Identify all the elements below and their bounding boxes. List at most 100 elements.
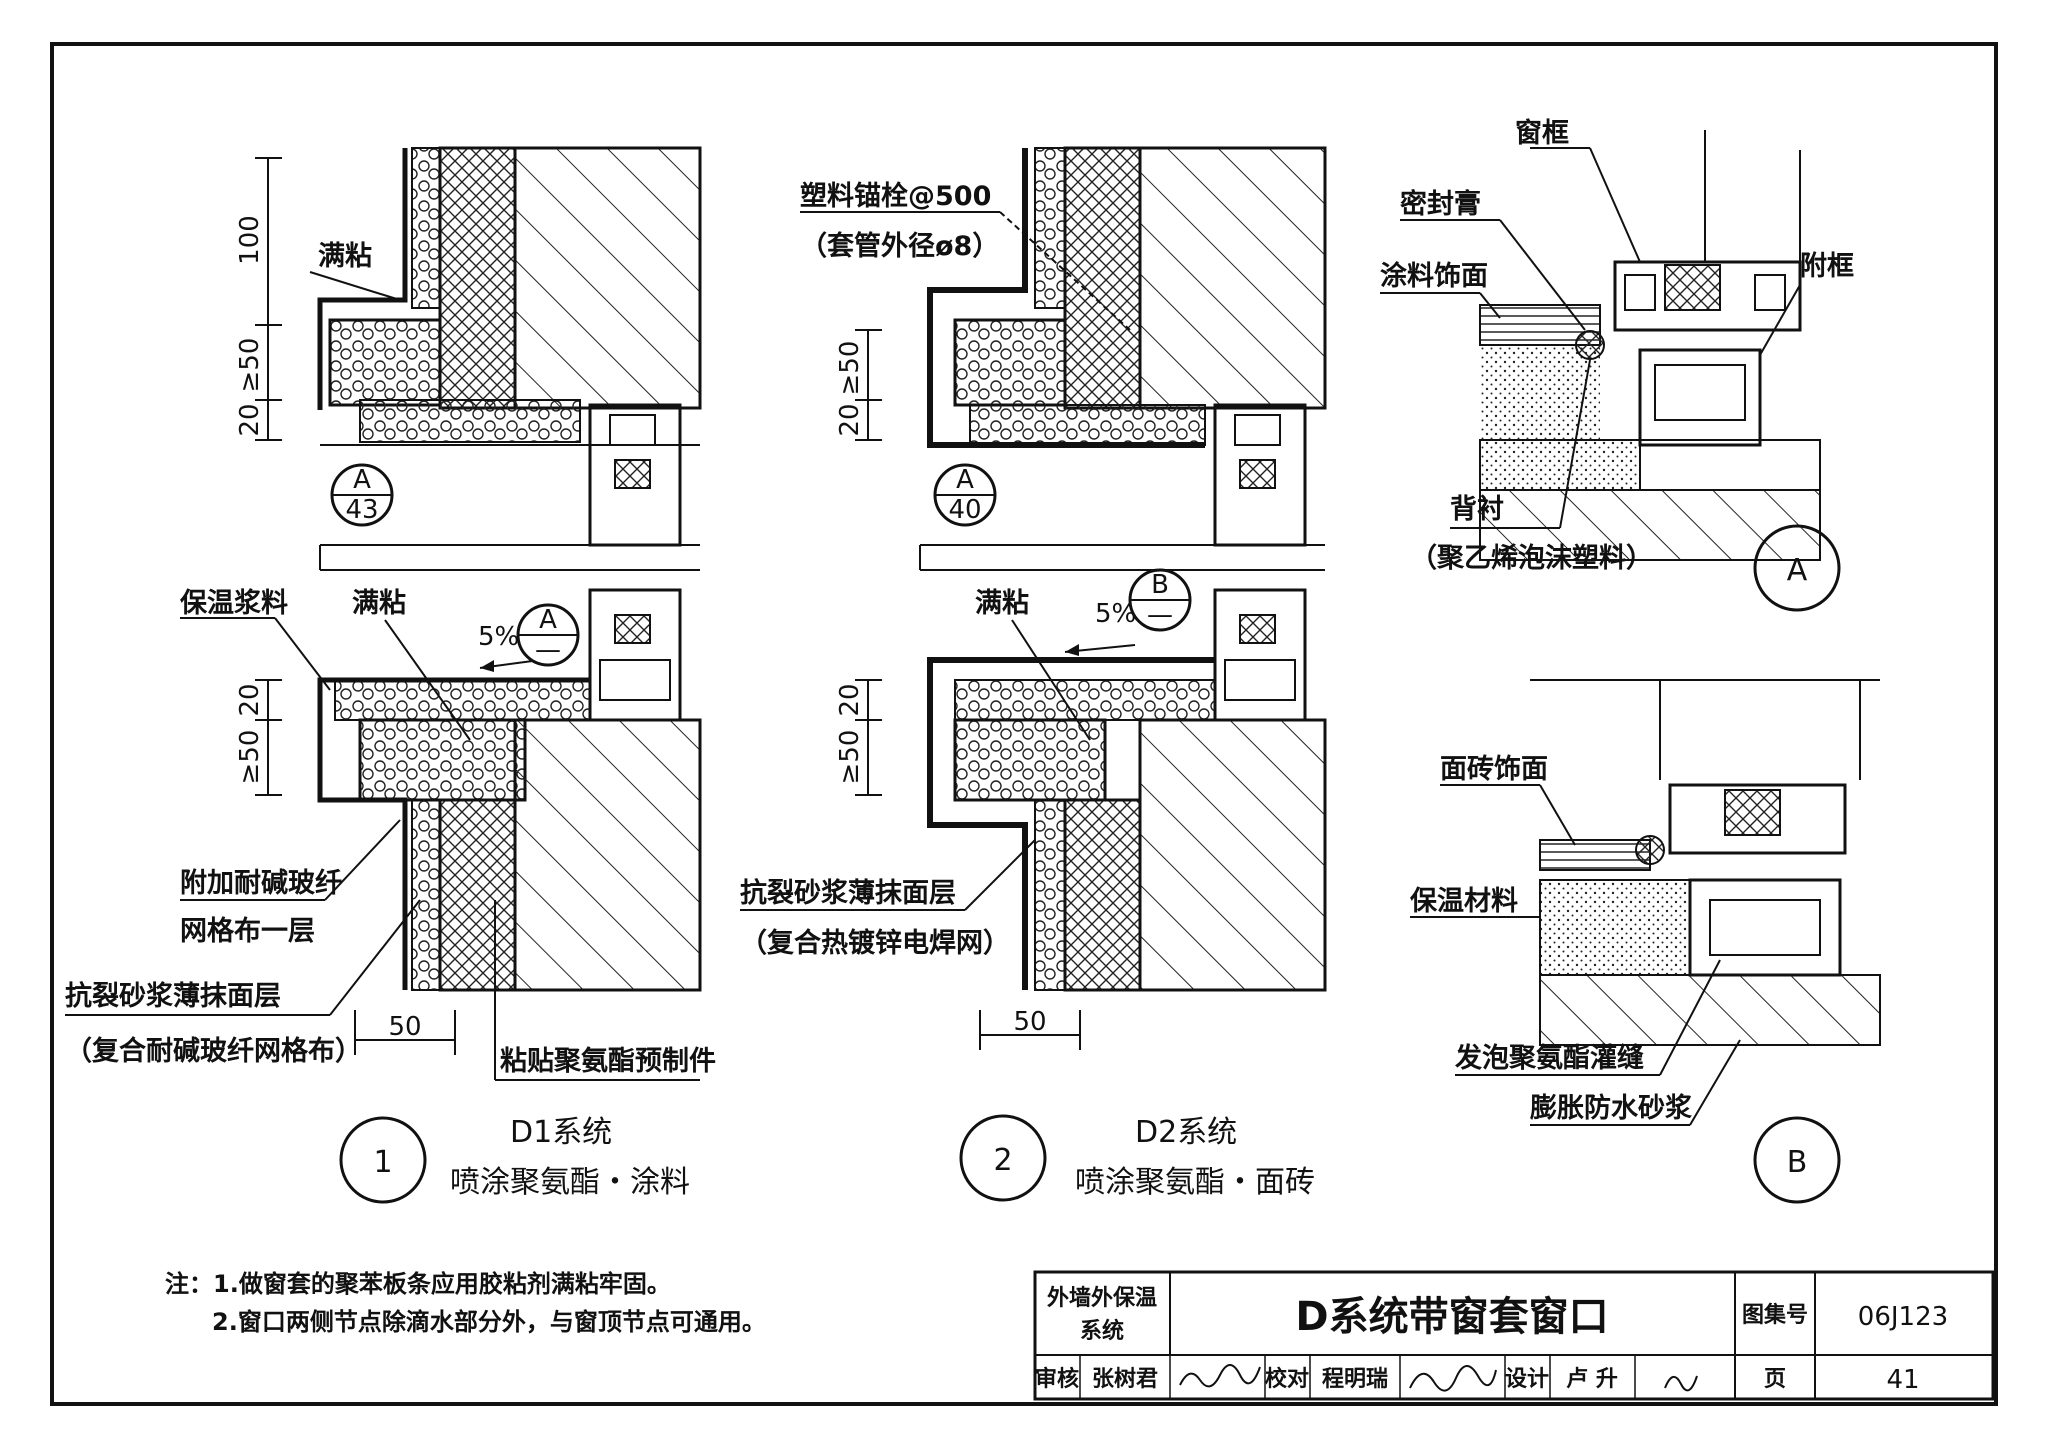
d1-title: D1系统: [510, 1115, 612, 1150]
d1-dim-w50: 50: [388, 1012, 421, 1042]
tb-check-label: 校对: [1265, 1366, 1309, 1392]
d1-label-mesh-1: 附加耐碱玻纤: [180, 868, 342, 899]
d1-preform-sill: [358, 718, 527, 802]
tb-designer: 卢 升: [1566, 1366, 1618, 1392]
detail-B: 面砖饰面 保温材料 发泡聚氨酯灌缝 膨胀防水砂浆 B: [1409, 679, 1881, 1204]
b-letter: B: [1787, 1145, 1808, 1180]
d2-title: D2系统: [1135, 1115, 1237, 1150]
b-window-frame: [1668, 783, 1847, 855]
d2-ref-bottom-sheet: —: [1147, 600, 1173, 630]
d2-dim-20: 20: [835, 403, 865, 436]
d1-pu-insulation-head: [438, 146, 517, 410]
d1-pu-insulation-sill: [438, 798, 517, 992]
d1-render-layer-sill: [317, 677, 590, 990]
d1-subtitle: 喷涂聚氨酯・涂料: [450, 1165, 690, 1200]
d1-slurry-head: [411, 147, 441, 309]
tb-checker: 程明瑞: [1322, 1367, 1388, 1392]
d2-ref-bottom-letter: B: [1151, 570, 1169, 600]
d2-render-layer-head: [927, 148, 1205, 448]
tb-designer-signature: [1664, 1375, 1698, 1392]
d2-dim-20b: 20: [835, 683, 865, 716]
a-letter-circle: [1753, 524, 1841, 612]
detail-A: 窗框 密封膏 涂料饰面 附框 背衬 （聚乙烯泡沫塑料） A: [1380, 117, 1854, 612]
d1-render-layer-head: [317, 148, 408, 410]
d2-number-circle: [959, 1114, 1047, 1202]
tb-checker-signature: [1409, 1365, 1497, 1392]
a-label-sealant: 密封膏: [1400, 188, 1481, 220]
d2-dim-50: ≥50: [835, 341, 865, 396]
d2-pu-insulation-head: [1063, 146, 1142, 410]
d2-label-anchor-1: 塑料锚栓@500: [800, 181, 991, 212]
tb-reviewer: 张树君: [1092, 1366, 1158, 1392]
tb-review-label: 审核: [1035, 1366, 1079, 1392]
detail-1: 100 ≥50 20 20 ≥50 50 满粘 保温浆料 满粘 5% 附加耐碱玻…: [65, 146, 716, 1204]
d2-label-render-2: （复合热镀锌电焊网）: [740, 927, 1010, 959]
d1-dim-50b: ≥50: [235, 730, 265, 785]
tb-reviewer-signature: [1179, 1364, 1261, 1388]
d2-label-full-adhesion: 满粘: [975, 588, 1029, 619]
d1-dim-50: ≥50: [235, 338, 265, 393]
d1-preform-head: [328, 318, 442, 407]
d1-slope: 5%: [478, 622, 519, 652]
b-sub-frame: [1688, 878, 1842, 977]
d1-ref-top-letter: A: [353, 465, 371, 495]
tb-page-label: 页: [1764, 1367, 1786, 1392]
a-concrete: [1479, 489, 1821, 561]
b-label-insulation: 保温材料: [1409, 886, 1518, 917]
d1-dim-20: 20: [235, 403, 265, 436]
b-letter-circle: [1753, 1116, 1841, 1204]
d1-label-insulation-slurry: 保温浆料: [179, 587, 288, 619]
d2-render-layer-sill: [927, 657, 1215, 990]
a-label-backing-2: （聚乙烯泡沫塑料）: [1410, 542, 1653, 574]
tb-atlas-label: 图集号: [1742, 1302, 1808, 1328]
sheet-border: [50, 42, 1998, 1406]
d1-number-circle: [339, 1116, 427, 1204]
d2-number: 2: [993, 1143, 1012, 1178]
d1-sill-slurry: [334, 679, 591, 721]
d1-label-preformed: 粘贴聚氨酯预制件: [500, 1046, 716, 1077]
b-label-tile-finish: 面砖饰面: [1440, 754, 1548, 785]
d1-ref-bottom-letter: A: [539, 605, 557, 635]
b-insulation: [1539, 879, 1691, 976]
d2-dim-50b: ≥50: [835, 730, 865, 785]
d2-subtitle: 喷涂聚氨酯・面砖: [1075, 1165, 1315, 1200]
d2-label-anchor-2: （套管外径ø8）: [800, 231, 999, 262]
d2-dim-w50: 50: [1013, 1007, 1046, 1037]
d2-label-render-1: 抗裂砂浆薄抹面层: [740, 877, 956, 909]
note-line-1: 注：1.做窗套的聚苯板条应用胶粘剂满粘牢固。: [165, 1270, 671, 1298]
d1-dim-100: 100: [235, 215, 265, 265]
tb-category-2: 系统: [1080, 1318, 1124, 1344]
a-window-frame: [1613, 260, 1802, 332]
tb-atlas-no: 06J123: [1858, 1302, 1948, 1332]
tb-drawing-title: D系统带窗套窗口: [1295, 1294, 1608, 1340]
b-label-foam-fill: 发泡聚氨酯灌缝: [1454, 1042, 1644, 1074]
d1-label-mesh-2: 网格布一层: [180, 916, 315, 947]
tb-page-no: 41: [1886, 1365, 1919, 1395]
d1-number: 1: [373, 1145, 392, 1180]
d1-soffit-slurry: [359, 399, 581, 443]
a-label-paint-finish: 涂料饰面: [1380, 260, 1488, 292]
title-block: 外墙外保温 系统 D系统带窗套窗口 图集号 06J123 审核 张树君 校对 程…: [1033, 1270, 1995, 1401]
d2-concrete-sill: [1138, 718, 1327, 992]
note-line-2: 2.窗口两侧节点除滴水部分外，与窗顶节点可通用。: [212, 1308, 766, 1336]
a-sealant: [1575, 330, 1605, 360]
a-label-window-frame: 窗框: [1515, 117, 1569, 149]
d1-label-full-adhesion-bottom: 满粘: [352, 588, 406, 619]
d1-label-render-1: 抗裂砂浆薄抹面层: [65, 980, 281, 1012]
tb-category-1: 外墙外保温: [1047, 1285, 1157, 1311]
b-tile-finish: [1539, 839, 1651, 871]
tb-design-label: 设计: [1505, 1367, 1549, 1392]
b-label-mortar: 膨胀防水砂浆: [1530, 1092, 1693, 1124]
a-label-backing-1: 背衬: [1450, 494, 1504, 525]
d1-concrete-sill: [513, 718, 702, 992]
d2-preform-head: [953, 318, 1067, 407]
b-concrete: [1539, 974, 1881, 1046]
d2-preform-sill: [953, 718, 1107, 802]
d1-ref-bottom-sheet: —: [535, 635, 561, 665]
d2-ref-top-letter: A: [956, 465, 974, 495]
detail-2: ≥50 20 20 ≥50 50 塑料锚栓@500 （套管外径ø8） 满粘 5%…: [740, 146, 1327, 1202]
d1-label-render-2: （复合耐碱玻纤网格布）: [65, 1035, 362, 1067]
d1-label-full-adhesion-top: 满粘: [318, 241, 372, 272]
d2-ref-top-sheet: 40: [948, 495, 981, 525]
